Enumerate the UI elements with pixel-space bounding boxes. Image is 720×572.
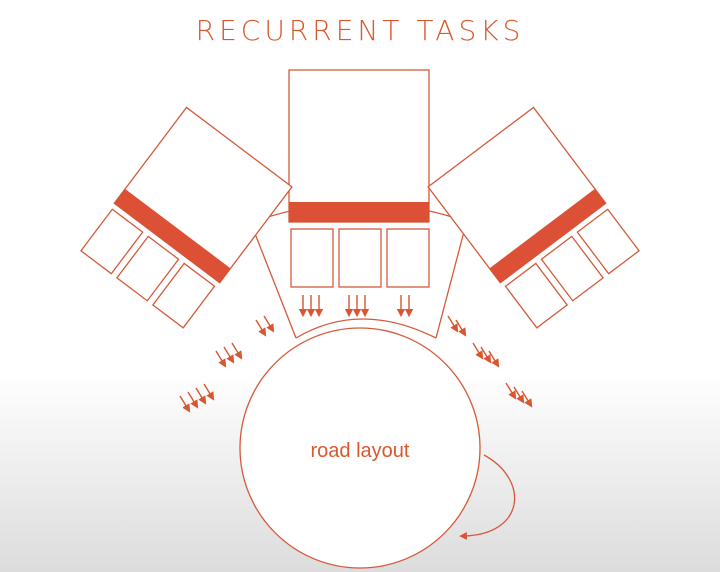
diagonal-arrow xyxy=(223,346,235,364)
road-layout-circle xyxy=(239,327,481,569)
subtask-box xyxy=(540,235,604,302)
card-accent-bar xyxy=(289,202,429,222)
diagonal-arrow xyxy=(215,350,227,368)
diagonal-arrow xyxy=(480,346,492,364)
subtask-box xyxy=(386,228,430,288)
arrow-group-left xyxy=(179,315,275,413)
subtask-box xyxy=(338,228,382,288)
page-title: RECURRENT TASKS xyxy=(195,14,525,47)
arrow-group-right xyxy=(447,315,533,408)
diagonal-arrow xyxy=(488,350,500,368)
task-card-right xyxy=(427,106,640,329)
sector-divider-left xyxy=(251,225,297,339)
diagonal-arrow xyxy=(187,391,199,409)
card-accent-bar xyxy=(114,188,231,283)
subtask-box xyxy=(290,228,334,288)
diagonal-arrow xyxy=(231,342,243,360)
card-body xyxy=(288,69,430,223)
task-card-left xyxy=(80,106,293,329)
diagonal-arrow xyxy=(521,390,533,408)
task-card-center xyxy=(288,69,430,288)
diagonal-arrow xyxy=(255,319,267,337)
diagonal-arrow xyxy=(505,382,517,400)
fan-inner-arc xyxy=(295,318,437,339)
diagonal-arrow xyxy=(195,387,207,405)
diagonal-arrow xyxy=(455,319,467,337)
diagonal-arrow xyxy=(263,315,275,333)
subtask-box xyxy=(151,262,216,329)
subtask-box xyxy=(80,208,144,275)
loop-arrow xyxy=(459,454,516,540)
subtask-box xyxy=(504,262,569,329)
subtask-box xyxy=(116,235,180,302)
diagonal-arrow xyxy=(513,386,525,404)
diagonal-arrow xyxy=(472,342,484,360)
diagonal-arrow xyxy=(447,315,459,333)
diagonal-arrow xyxy=(203,383,215,401)
card-accent-bar xyxy=(489,188,606,283)
sector-divider-right xyxy=(435,223,467,339)
diagonal-arrow xyxy=(179,395,191,413)
arrow-group-center xyxy=(298,295,414,318)
road-layout-label: road layout xyxy=(311,440,410,462)
road-layout-node: road layout xyxy=(239,327,516,569)
subtask-box xyxy=(576,208,640,275)
